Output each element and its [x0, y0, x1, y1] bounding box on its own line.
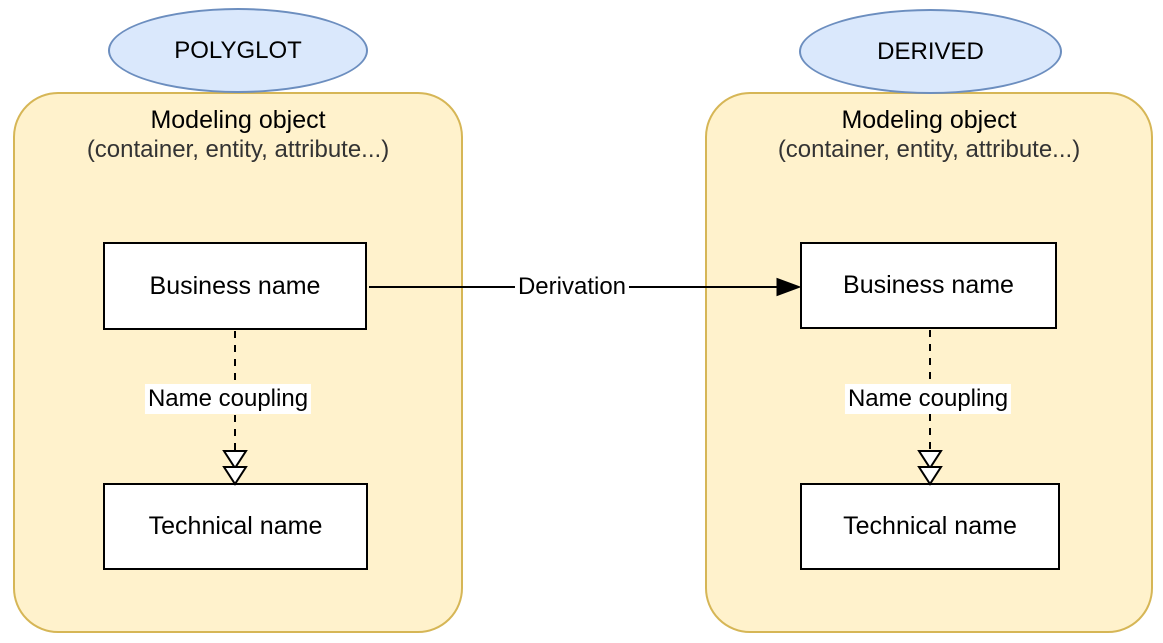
- name-coupling-label-left: Name coupling: [144, 384, 312, 414]
- double-open-arrowhead-bottom-left-icon: [222, 466, 248, 486]
- business-name-label-right: Business name: [843, 271, 1014, 299]
- polyglot-label: POLYGLOT: [174, 36, 302, 64]
- double-open-arrowhead-top-left-icon: [222, 450, 248, 470]
- technical-name-box-right: Technical name: [800, 483, 1060, 570]
- name-coupling-label-right: Name coupling: [844, 384, 1012, 414]
- derived-ellipse: DERIVED: [799, 9, 1062, 94]
- container-title-block-right: Modeling object (container, entity, attr…: [705, 106, 1153, 164]
- container-title-left: Modeling object: [150, 106, 326, 134]
- business-name-box-right: Business name: [800, 242, 1057, 329]
- derived-label: DERIVED: [877, 37, 984, 65]
- business-name-label-left: Business name: [149, 271, 321, 300]
- arrowhead-right-icon: [776, 277, 802, 297]
- business-name-box-left: Business name: [103, 242, 367, 330]
- container-title-block-left: Modeling object (container, entity, attr…: [13, 106, 463, 164]
- derivation-edge-label: Derivation: [514, 272, 630, 302]
- container-subtitle-left: (container, entity, attribute...): [86, 136, 390, 163]
- technical-name-box-left: Technical name: [103, 483, 368, 570]
- container-subtitle-right: (container, entity, attribute...): [777, 136, 1081, 163]
- technical-name-label-right: Technical name: [843, 512, 1017, 540]
- technical-name-label-left: Technical name: [148, 512, 323, 540]
- double-open-arrowhead-top-right-icon: [917, 450, 943, 470]
- double-open-arrowhead-bottom-right-icon: [917, 466, 943, 486]
- polyglot-ellipse: POLYGLOT: [108, 8, 368, 93]
- container-title-right: Modeling object: [841, 106, 1017, 134]
